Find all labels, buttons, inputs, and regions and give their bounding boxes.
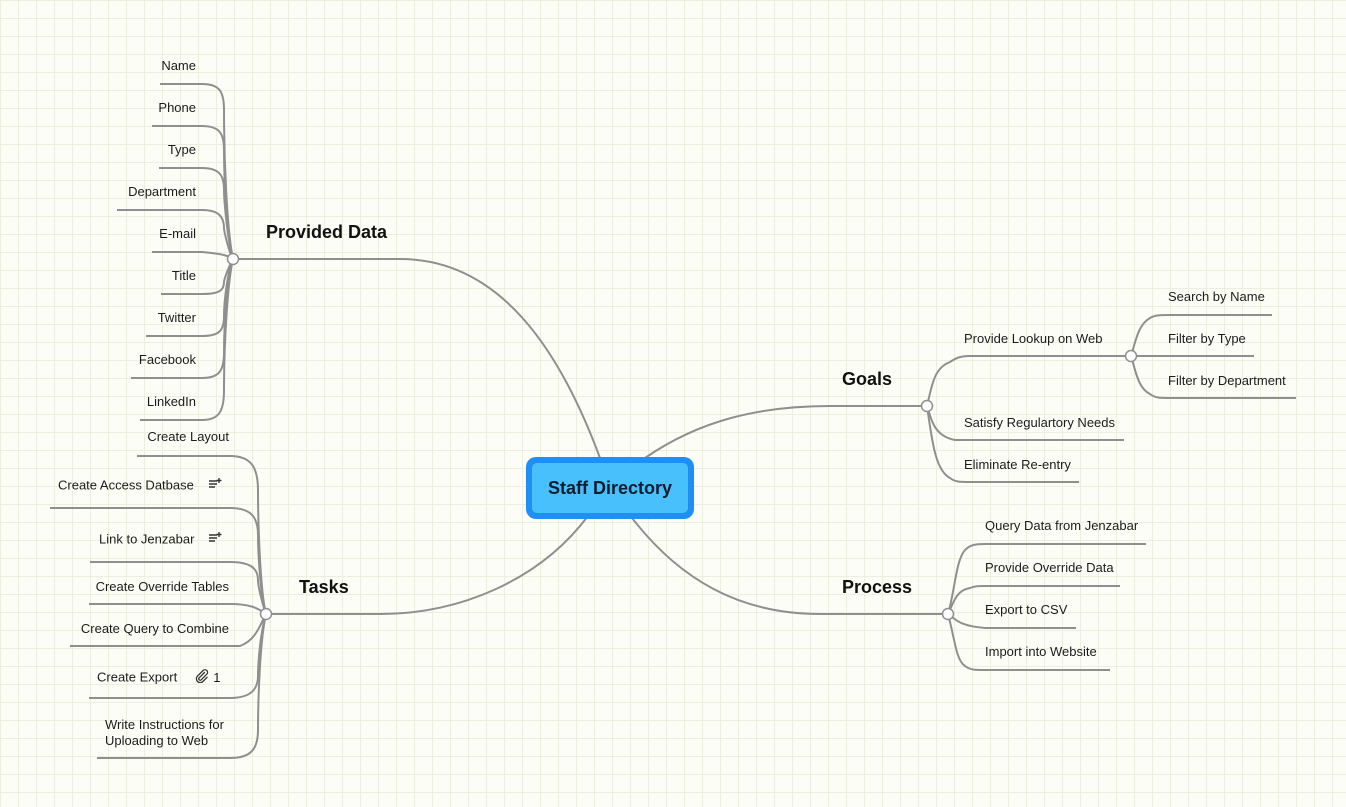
goal-item-provide-lookup[interactable]: Provide Lookup on Web (964, 331, 1103, 346)
tasks-connectors (50, 455, 267, 759)
task-item-create-override-tables[interactable]: Create Override Tables (95, 579, 229, 594)
branch-provided-data[interactable]: Provided Data (266, 222, 388, 242)
notes-icon[interactable] (208, 531, 222, 549)
lookup-item-search-by-name[interactable]: Search by Name (1168, 289, 1265, 304)
provided-data-item-facebook[interactable]: Facebook (138, 352, 196, 367)
task-item-label-line2: Uploading to Web (105, 733, 209, 748)
provided-data-item-linkedin[interactable]: LinkedIn (146, 394, 196, 409)
connector-root-tasks (266, 515, 589, 615)
process-item-export-csv[interactable]: Export to CSV (985, 602, 1068, 617)
lookup-connectors (1130, 314, 1296, 399)
root-node-label: Staff Directory (532, 463, 688, 513)
task-item-label-line1: Write Instructions for (105, 717, 224, 732)
provided-data-item-type[interactable]: Type (167, 142, 196, 157)
provided-data-connectors (117, 83, 234, 421)
provided-data-item-twitter[interactable]: Twitter (157, 310, 196, 325)
lookup-item-filter-by-department[interactable]: Filter by Department (1168, 373, 1286, 388)
branch-process[interactable]: Process (842, 577, 913, 597)
task-item-label: Link to Jenzabar (99, 531, 195, 547)
goal-item-satisfy-regulatory[interactable]: Satisfy Regulartory Needs (964, 415, 1116, 430)
provided-data-junction (226, 252, 240, 266)
attachment-icon[interactable] (195, 669, 209, 687)
process-item-import-website[interactable]: Import into Website (985, 644, 1097, 659)
provided-data-item-title[interactable]: Title (171, 268, 196, 283)
task-item-link-to-jenzabar[interactable]: Link to Jenzabar (99, 531, 222, 549)
provided-data-item-phone[interactable]: Phone (158, 100, 196, 115)
goals-junction (920, 399, 934, 413)
task-item-create-layout[interactable]: Create Layout (147, 429, 229, 444)
goal-item-eliminate-reentry[interactable]: Eliminate Re-entry (964, 457, 1071, 472)
provided-data-item-department[interactable]: Department (128, 184, 196, 199)
attachment-count: 1 (213, 670, 221, 685)
task-item-write-instructions[interactable]: Write Instructions for Uploading to Web (105, 717, 224, 749)
process-junction (941, 607, 955, 621)
root-node-staff-directory[interactable]: Staff Directory (526, 457, 694, 519)
process-item-override-data[interactable]: Provide Override Data (985, 560, 1114, 575)
connector-root-process (631, 517, 948, 615)
notes-icon[interactable] (208, 477, 222, 495)
tasks-junction (259, 607, 273, 621)
process-item-query-data[interactable]: Query Data from Jenzabar (985, 518, 1139, 533)
task-item-label: Create Export (97, 669, 178, 685)
connector-root-goals (644, 405, 927, 459)
lookup-junction (1124, 349, 1138, 363)
provided-data-item-name[interactable]: Name (161, 58, 196, 73)
branch-tasks[interactable]: Tasks (299, 577, 349, 597)
task-item-label: Create Access Datbase (58, 477, 194, 493)
connector-root-provided (233, 258, 601, 459)
task-item-create-access-database[interactable]: Create Access Datbase (58, 477, 222, 495)
lookup-item-filter-by-type[interactable]: Filter by Type (1168, 331, 1246, 346)
task-item-create-export[interactable]: Create Export 1 (97, 669, 220, 687)
task-item-create-query-to-combine[interactable]: Create Query to Combine (80, 621, 229, 636)
provided-data-item-email[interactable]: E-mail (159, 226, 196, 241)
branch-goals[interactable]: Goals (842, 369, 893, 389)
